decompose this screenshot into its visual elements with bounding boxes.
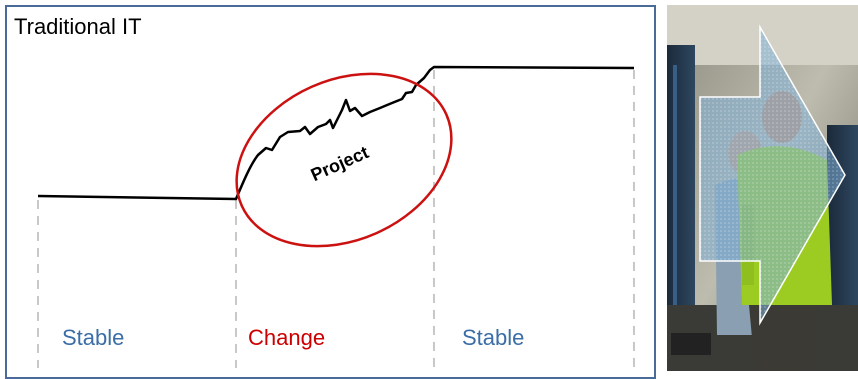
project-ellipse: [235, 72, 453, 248]
server-room-photo: [667, 5, 858, 371]
phase-label-stable-before: Stable: [62, 325, 125, 350]
project-label: Project: [308, 142, 372, 185]
phase-label-stable-after: Stable: [462, 325, 525, 350]
phase-label-change: Change: [248, 325, 326, 350]
server-room-photo-with-arrow-icon: [667, 5, 858, 371]
diagram-title: Traditional IT: [14, 14, 142, 39]
state-line: [37, 65, 635, 201]
